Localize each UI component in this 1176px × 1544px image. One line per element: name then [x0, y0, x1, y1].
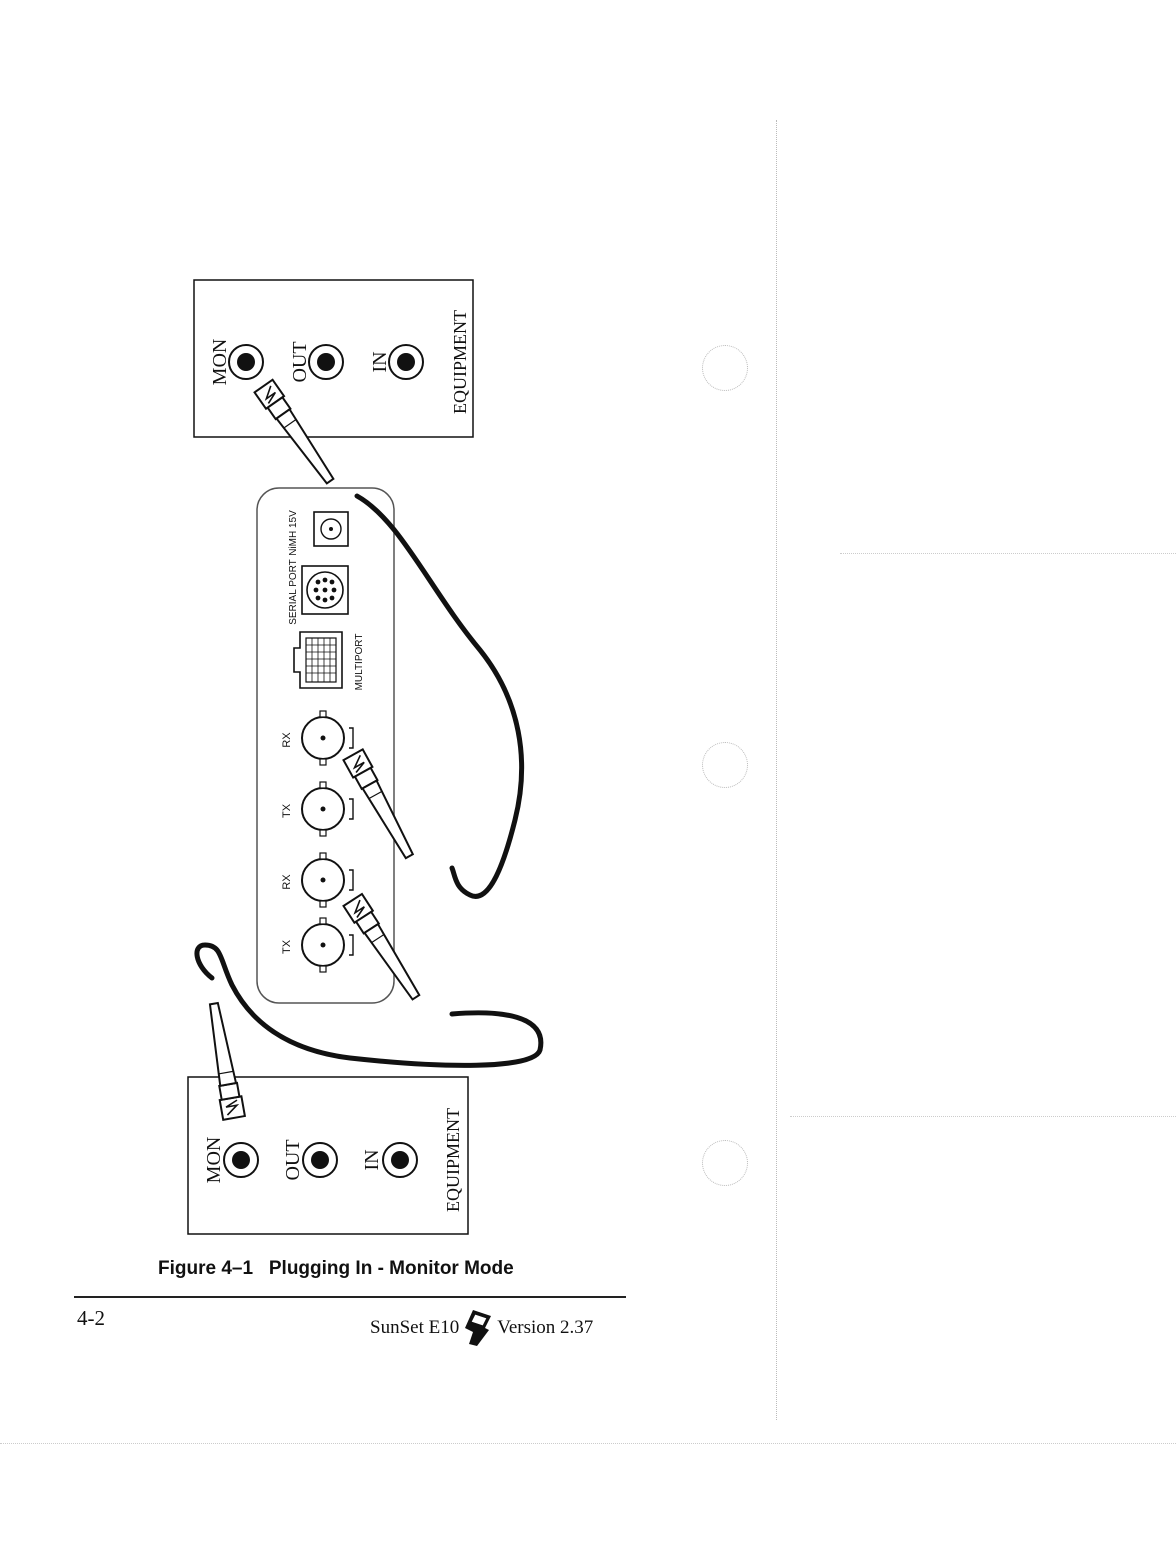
cable-bottom-loop — [194, 942, 544, 1068]
footer-product-name: SunSet E10 — [370, 1317, 460, 1338]
in-jack-top — [388, 344, 424, 380]
tx-label-2: TX — [281, 939, 293, 954]
in-jack-bottom — [382, 1142, 418, 1178]
footer-product: SunSet E10 Version 2.37 — [370, 1308, 593, 1348]
rx-label-1: RX — [281, 732, 293, 748]
rx-label-2: RX — [281, 874, 293, 890]
page-separator — [776, 120, 777, 1420]
sunset-handset-icon — [465, 1310, 492, 1346]
cable-top-loop — [354, 493, 525, 899]
binder-hole — [702, 1140, 748, 1186]
multiport-label: MULTIPORT — [354, 634, 365, 691]
in-label-top: IN — [369, 351, 391, 372]
footer-rule — [74, 1296, 626, 1298]
power-label: NiMH 15V — [288, 510, 299, 556]
multiport-connector — [293, 631, 343, 689]
dotted-rule — [0, 1443, 1176, 1444]
footer-version: Version 2.37 — [497, 1317, 594, 1338]
tx-label-1: TX — [281, 803, 293, 818]
mon-jack-top — [228, 344, 264, 380]
equipment-label-bottom: EQUIPMENT — [443, 1108, 463, 1212]
dotted-rule — [790, 1116, 1176, 1117]
binder-hole — [702, 345, 748, 391]
out-jack-top — [308, 344, 344, 380]
page-number: 4-2 — [77, 1306, 105, 1330]
mon-label-top: MON — [209, 339, 231, 386]
figure-caption: Figure 4–1 Plugging In - Monitor Mode — [158, 1258, 514, 1279]
in-label-bottom: IN — [361, 1149, 383, 1170]
dotted-rule — [840, 553, 1176, 554]
serial-port — [301, 565, 349, 615]
mon-jack-bottom — [223, 1142, 259, 1178]
binder-hole — [702, 742, 748, 788]
out-label-top: OUT — [289, 341, 311, 382]
out-jack-bottom — [302, 1142, 338, 1178]
power-jack — [313, 511, 349, 547]
serial-port-label: SERIAL PORT — [288, 559, 299, 625]
equipment-label-top: EQUIPMENT — [450, 310, 470, 414]
out-label-bottom: OUT — [282, 1139, 304, 1180]
mon-label-bottom: MON — [203, 1137, 225, 1184]
